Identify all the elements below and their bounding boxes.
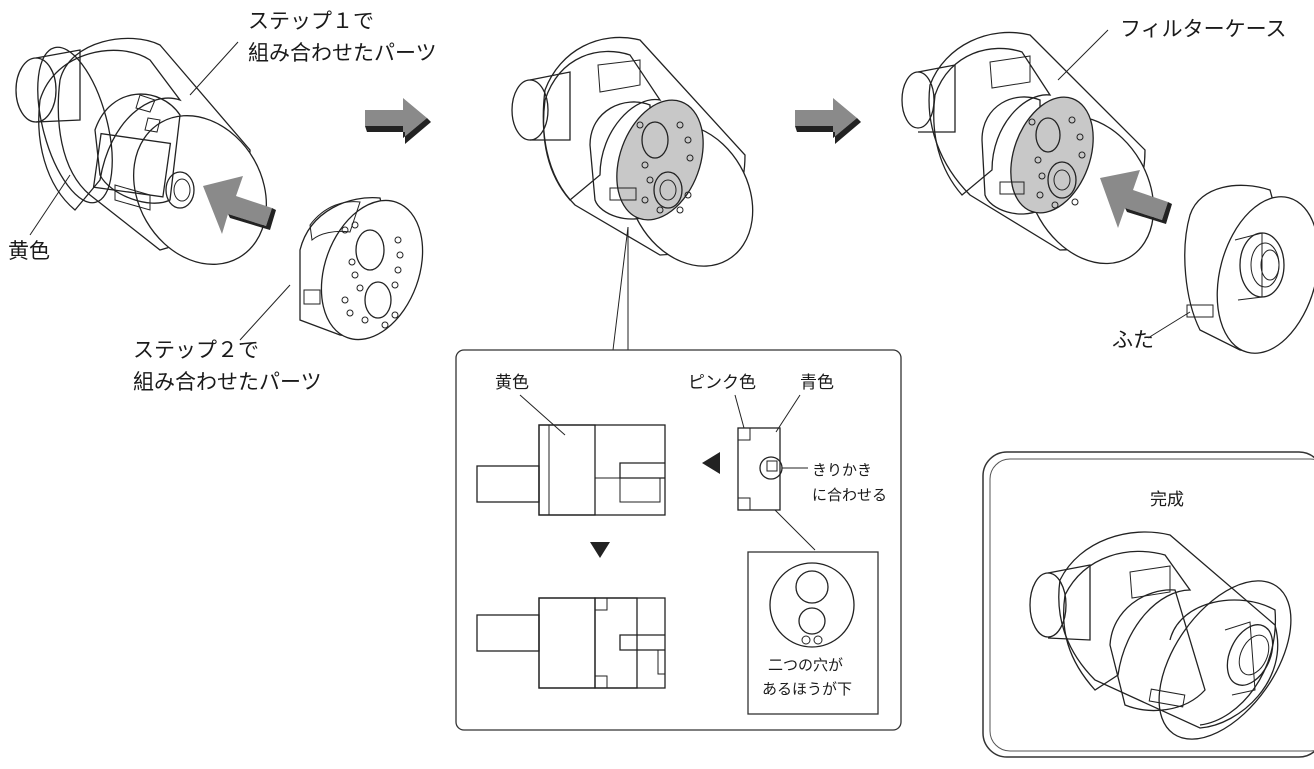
holes-inset [747, 551, 879, 715]
finished-title: 完成 [1150, 490, 1184, 510]
step2-label-line1: ステップ２で [133, 338, 259, 362]
holes-label-line2: あるほうが下 [762, 680, 852, 698]
filter-case-label: フィルターケース [1120, 17, 1287, 41]
step1-label-line2: 組み合わせたパーツ [248, 41, 437, 65]
step1-part-drawing [15, 37, 268, 265]
combined-part-drawing [511, 36, 754, 267]
detail-box: 黄色 ピンク色 青色 きりかき に合わせる 二つの穴が あるほうが下 [455, 349, 902, 731]
filter-case-drawing [901, 31, 1155, 265]
finished-filter-drawing [1029, 531, 1292, 740]
down-triangle-icon [590, 542, 610, 558]
notch-label-line1: きりかき [812, 461, 872, 479]
lid-drawing [1184, 184, 1314, 354]
step1-yellow-label: 黄色 [8, 239, 50, 263]
finished-box: 完成 [982, 451, 1314, 758]
step2-part-drawing [299, 196, 424, 341]
detail-yellow-label: 黄色 [495, 373, 529, 393]
holes-label-line1: 二つの穴が [768, 656, 843, 674]
detail-blue-part-drawing [734, 394, 816, 551]
insert-arrow-left [203, 176, 276, 234]
detail-blue-label: 青色 [800, 373, 834, 393]
detail-after-drawing [476, 597, 666, 689]
detail-before-drawing [476, 424, 666, 516]
next-step-arrow-2 [795, 98, 861, 144]
notch-label-line2: に合わせる [812, 486, 887, 504]
detail-pink-label: ピンク色 [688, 373, 756, 393]
insert-triangle-icon [702, 452, 720, 474]
step2-label-line2: 組み合わせたパーツ [133, 370, 322, 394]
next-step-arrow-1 [365, 98, 431, 144]
insert-arrow-right [1100, 170, 1172, 228]
lid-label: ふた [1112, 328, 1154, 352]
step1-label-line1: ステップ１で [248, 9, 374, 33]
